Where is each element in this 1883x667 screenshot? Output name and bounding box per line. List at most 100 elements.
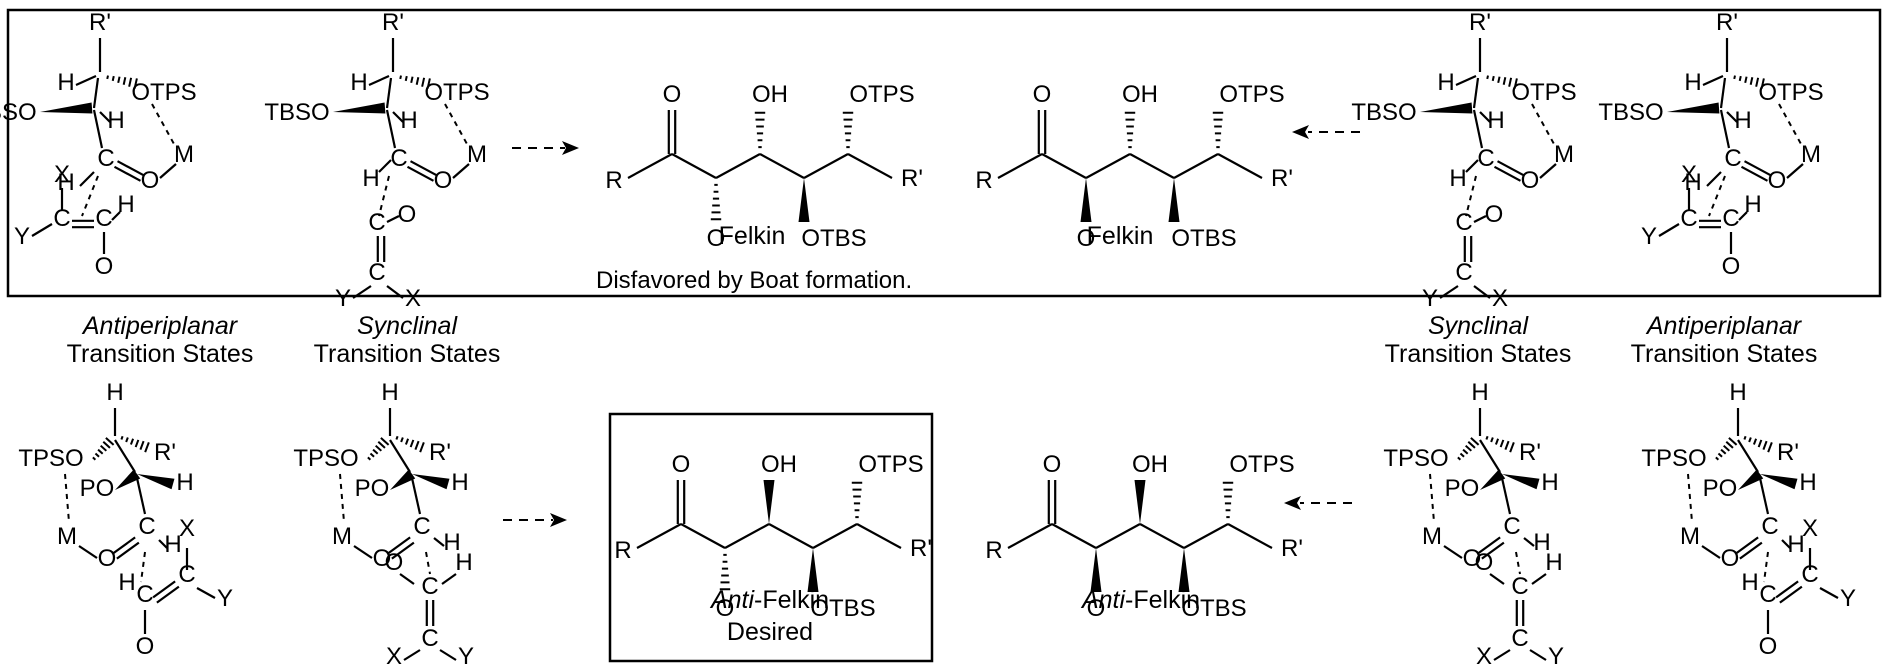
bond-line [410, 477, 422, 515]
bond-line [636, 523, 682, 549]
c-o-double-bond [1481, 541, 1505, 560]
hashed-bond [111, 75, 115, 82]
bond-line [385, 77, 393, 109]
bond-line [1479, 111, 1491, 123]
atom-label: H [381, 379, 398, 406]
bond-line [1473, 285, 1491, 299]
atom-label: Y [1548, 643, 1564, 667]
atom-label: R' [1716, 9, 1738, 36]
atom-label: H [1787, 531, 1804, 558]
wedge-bond [763, 480, 775, 524]
bond-line [1719, 109, 1731, 149]
hashed-bond [400, 437, 404, 443]
atom-label: H [1471, 379, 1488, 406]
hashed-bond [92, 456, 97, 461]
atom-label: M [1554, 141, 1574, 168]
forming-bond [1687, 473, 1693, 523]
atom-label: H [117, 191, 134, 218]
atom-label: R' [1469, 9, 1491, 36]
atom-label: OTPS [1758, 79, 1823, 106]
bond-line [1658, 223, 1680, 237]
hashed-bond [1470, 437, 1480, 446]
bond-line [386, 285, 404, 299]
bond-line [1007, 523, 1053, 549]
bond-line [135, 477, 147, 515]
atom-label: H [1741, 569, 1758, 596]
wedge-bond [1480, 469, 1506, 490]
atom-label: O [1759, 633, 1778, 660]
atom-label: O [1475, 549, 1494, 576]
atom-label: R' [154, 439, 176, 466]
c-o-double-bond [391, 541, 415, 560]
hashed-bond [415, 77, 420, 85]
bond-line [1443, 545, 1463, 559]
bond-line [1479, 439, 1501, 473]
atom-label: X [1476, 643, 1492, 667]
atom-label: Y [14, 223, 30, 250]
bond-line [724, 523, 770, 549]
bond-line [1500, 477, 1512, 515]
bond-line [386, 215, 400, 223]
atom-label: H [164, 531, 181, 558]
bond-line [399, 573, 415, 585]
hashed-bond [1757, 439, 1763, 448]
anti-felkin-label: Anti-Felkin [1080, 586, 1200, 614]
hashed-bond [1720, 448, 1727, 455]
c-o-double-bond [113, 165, 142, 182]
hashed-bond [1494, 438, 1500, 445]
forming-bond [444, 103, 468, 145]
bond-line [759, 153, 805, 179]
hashed-bond [1760, 78, 1765, 89]
forming-bond [151, 103, 175, 145]
hashed-bond [1465, 444, 1472, 452]
hashed-bond [1752, 438, 1758, 445]
transition-states-caption-left-2: Transition States [314, 340, 501, 368]
bond-line [1227, 523, 1273, 549]
atom-label: Y [335, 285, 351, 312]
wedge-bond [798, 178, 810, 222]
bond-line [75, 74, 97, 87]
bond-line [158, 539, 168, 549]
atom-label: Y [1840, 585, 1856, 612]
hashed-bond [1717, 452, 1723, 458]
alkene-double-bond [152, 580, 176, 599]
atom-label: H [1545, 549, 1562, 576]
bond-line [1781, 539, 1791, 549]
atom-label: C [178, 561, 195, 588]
c-o-double-bond [1493, 165, 1522, 182]
c-o-double-bond [1496, 160, 1525, 177]
bond-line [78, 545, 98, 559]
bond-line [627, 153, 673, 179]
bond-line [680, 523, 726, 549]
hashed-bond [128, 77, 133, 87]
atom-label: H [1487, 107, 1504, 134]
atom-label: C [421, 625, 438, 652]
atom-label: C [421, 573, 438, 600]
atom-label: C [390, 145, 407, 172]
synclinal-caption-left: Synclinal [357, 312, 458, 340]
bond-line [1819, 587, 1839, 599]
transition-states-caption-right-2: Transition States [1631, 340, 1818, 368]
hashed-bond [1767, 442, 1773, 453]
bond-line [92, 109, 104, 149]
atom-label: OH [1132, 451, 1168, 478]
atom-label: O [1463, 545, 1482, 572]
bond-line [1523, 537, 1535, 547]
atom-label: O [1087, 595, 1106, 622]
alkene-double-bond [156, 585, 180, 604]
hashed-bond [377, 441, 386, 449]
bond-line [768, 523, 814, 549]
atom-label: Y [1641, 223, 1657, 250]
bond-line [403, 649, 421, 661]
hashed-bond [1462, 448, 1469, 455]
atom-label: OTBS [801, 225, 866, 252]
forming-bond [1531, 103, 1555, 145]
forming-bond [1708, 175, 1726, 217]
